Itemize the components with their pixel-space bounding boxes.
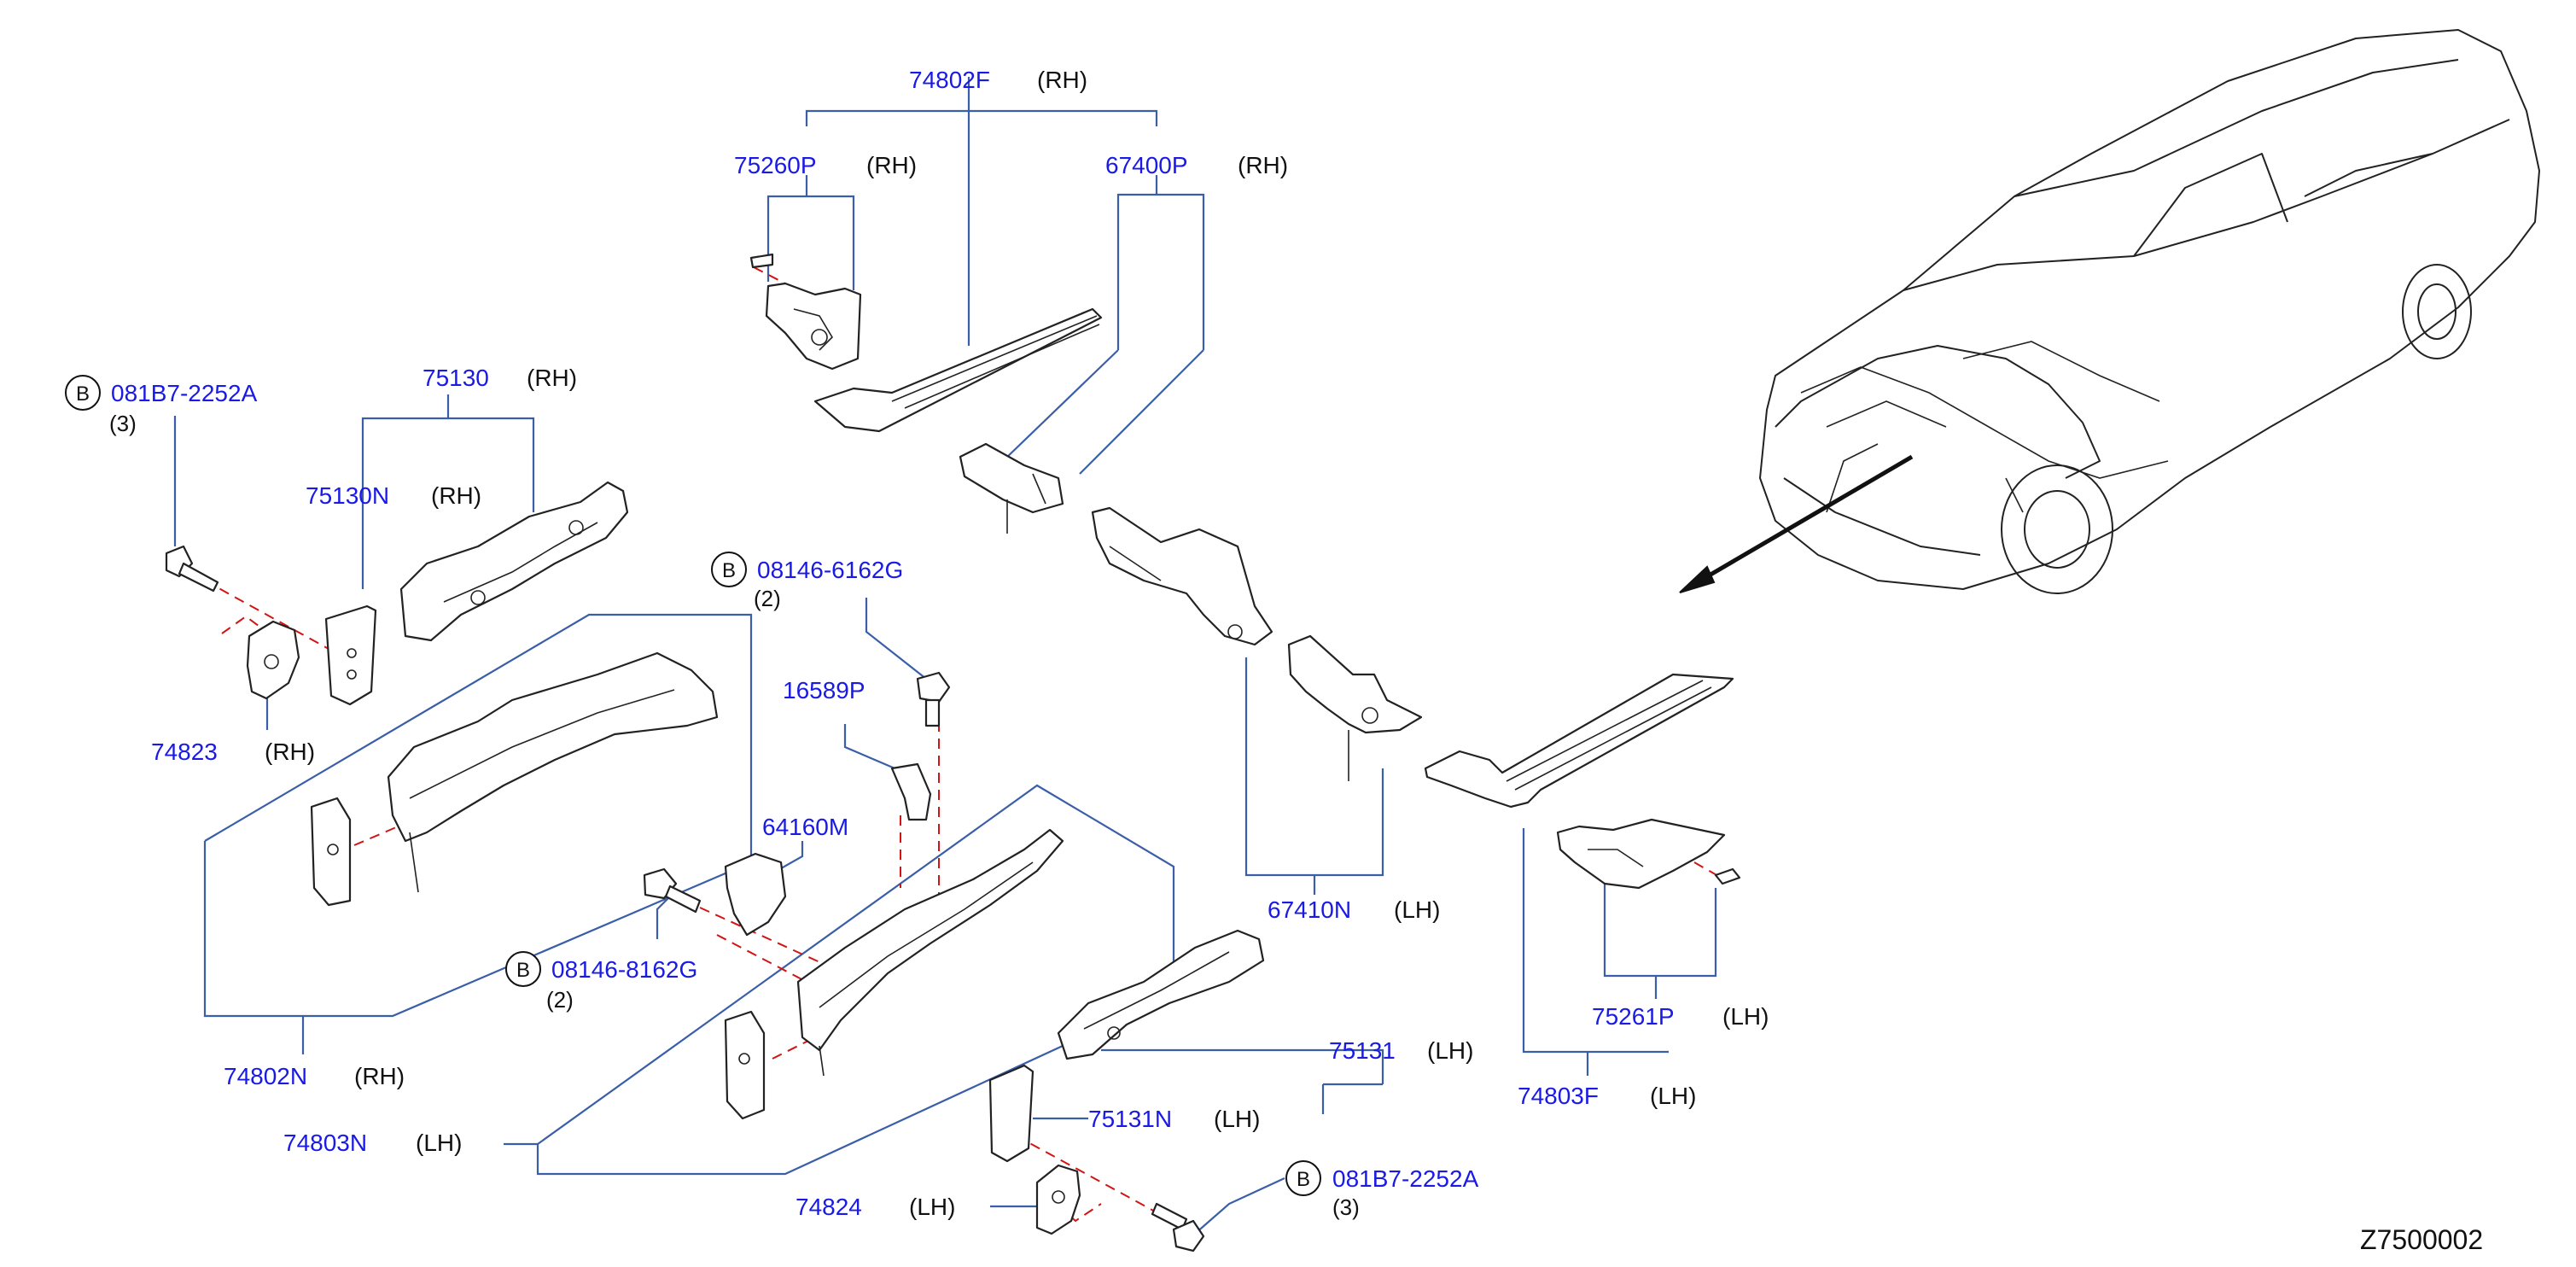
part-number[interactable]: 64160M [762,814,848,840]
part-side: (RH) [431,482,481,509]
part-number[interactable]: 74823 [151,739,218,765]
member-74802n-drawing [310,651,719,907]
part-number[interactable]: 74802F [909,67,990,93]
joint-67400p-drawing [959,442,1064,534]
member-74802f-drawing [813,307,1103,433]
bracket-74824-drawing [1035,1164,1081,1235]
part-side: (RH) [1037,67,1087,93]
part-side: (LH) [416,1130,462,1156]
part-side: (RH) [527,365,577,391]
bolt-callout-1[interactable]: B 081B7-2252A (3) [65,375,258,436]
bolt-08146-8162g-drawing [643,867,702,914]
callout-74803n[interactable]: 74803N (LH) [283,1130,462,1156]
diagram-id: Z7500002 [2360,1224,2483,1255]
bolt-part-number[interactable]: 081B7-2252A [111,380,258,406]
part-side: (RH) [354,1063,405,1089]
callout-74803f[interactable]: 74803F (LH) [1518,1083,1696,1109]
panel-75130-drawing [399,481,629,642]
member-74803f-drawing [1424,673,1734,809]
part-number[interactable]: 75260P [734,152,817,178]
bolt-callout-3[interactable]: B 08146-8162G (2) [505,951,697,1013]
bolt-part-number[interactable]: 08146-6162G [757,557,903,583]
bolt-marker-circle [1285,1160,1321,1196]
part-number[interactable]: 74803N [283,1130,367,1156]
part-number[interactable]: 74803F [1518,1083,1599,1109]
callout-75130[interactable]: 75130 (RH) [423,365,577,391]
callout-74823[interactable]: 74823 (RH) [151,739,315,765]
bracket-75261p-drawing [1556,818,1741,890]
bolt-qty: (3) [109,411,137,436]
part-illustrations [165,253,1741,1252]
callout-16589p[interactable]: 16589P [783,677,865,704]
callout-75260p[interactable]: 75260P (RH) [734,152,917,178]
part-side: (LH) [1427,1037,1473,1064]
panel-75131n-drawing [988,1064,1034,1163]
panel-75130n-drawing [324,604,377,706]
part-number[interactable]: 16589P [783,677,865,704]
callout-75261p[interactable]: 75261P (LH) [1592,1003,1769,1030]
bolt-callout-2[interactable]: B 08146-6162G (2) [711,552,903,611]
callout-67410n[interactable]: 67410N (LH) [1268,896,1440,923]
part-number[interactable]: 67410N [1268,896,1351,923]
center-member-lh-drawing [1287,634,1423,781]
bolt-marker: B [722,559,736,582]
callout-67400p[interactable]: 67400P (RH) [1105,152,1288,178]
callout-75131[interactable]: 75131 (LH) [1329,1037,1473,1064]
bracket-74823-drawing [246,620,300,700]
vehicle-overview-drawing [1679,29,2540,594]
bolt-081b7-lh-drawing [1151,1202,1205,1252]
bolt-marker-circle [711,552,747,587]
bolt-marker-circle [65,375,101,411]
part-side: (LH) [909,1194,955,1220]
bolt-callout-4[interactable]: B 081B7-2252A (3) [1285,1160,1479,1220]
callout-64160m[interactable]: 64160M [762,814,848,840]
bolt-marker: B [76,382,90,406]
part-number[interactable]: 75130 [423,365,489,391]
clip-16589p-drawing [890,762,932,821]
leader-lines [173,77,1717,1235]
callout-74802f[interactable]: 74802F (RH) [909,67,1087,93]
part-side: (RH) [866,152,917,178]
part-number[interactable]: 75130N [306,482,389,509]
bolt-081b7-rh-drawing [165,545,219,593]
bolt-marker: B [516,959,530,982]
callout-75130n[interactable]: 75130N (RH) [306,482,481,509]
bolt-part-number[interactable]: 081B7-2252A [1332,1165,1479,1192]
bolt-qty: (2) [754,586,781,611]
part-side: (LH) [1394,896,1440,923]
panel-75131-drawing [1057,929,1265,1060]
part-number[interactable]: 75131 [1329,1037,1396,1064]
bolt-08146-6162g-drawing [916,671,951,727]
part-side: (LH) [1722,1003,1769,1030]
bracket-75260p-drawing [749,253,862,371]
part-side: (RH) [265,739,315,765]
part-side: (RH) [1238,152,1288,178]
callout-74824[interactable]: 74824 (LH) [796,1194,955,1220]
part-number[interactable]: 75131N [1088,1106,1172,1132]
bolt-qty: (3) [1332,1194,1360,1220]
part-number[interactable]: 74824 [796,1194,862,1220]
bolt-qty: (2) [546,987,574,1013]
part-side: (LH) [1650,1083,1696,1109]
bolt-part-number[interactable]: 08146-8162G [551,956,697,983]
bolt-marker-circle [505,951,541,987]
bolt-marker: B [1297,1168,1310,1191]
center-member-rh-drawing [1091,506,1273,646]
labels: B 081B7-2252A (3) B 08146-6162G (2) B 08… [65,67,2483,1255]
part-number[interactable]: 75261P [1592,1003,1675,1030]
callout-75131n[interactable]: 75131N (LH) [1088,1106,1260,1132]
bracket-64160m-drawing [724,852,787,937]
part-number[interactable]: 74802N [224,1063,307,1089]
callout-74802n[interactable]: 74802N (RH) [224,1063,405,1089]
part-number[interactable]: 67400P [1105,152,1188,178]
member-74803n-drawing [724,828,1064,1120]
part-side: (LH) [1214,1106,1260,1132]
